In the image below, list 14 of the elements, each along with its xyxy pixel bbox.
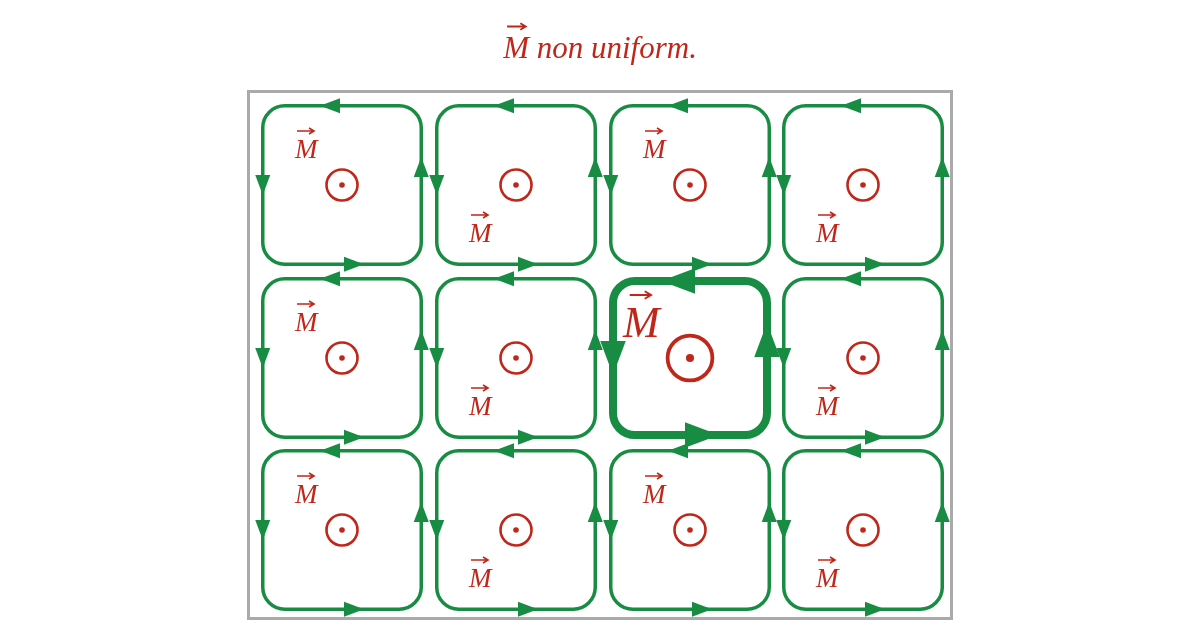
vector-label: M	[643, 481, 666, 508]
vector-label: M	[469, 220, 492, 247]
vector-label: M	[816, 393, 839, 420]
vector-label: M	[643, 136, 666, 163]
vector-label: M	[295, 309, 318, 336]
vector-label: M	[816, 565, 839, 592]
vector-label: M	[469, 565, 492, 592]
vector-label: M	[469, 393, 492, 420]
vector-label: M	[295, 136, 318, 163]
vector-label: M	[816, 220, 839, 247]
title: M non uniform.	[503, 22, 697, 63]
frame-box	[247, 90, 953, 620]
vector-label: M	[623, 301, 660, 345]
vector-label: M	[295, 481, 318, 508]
